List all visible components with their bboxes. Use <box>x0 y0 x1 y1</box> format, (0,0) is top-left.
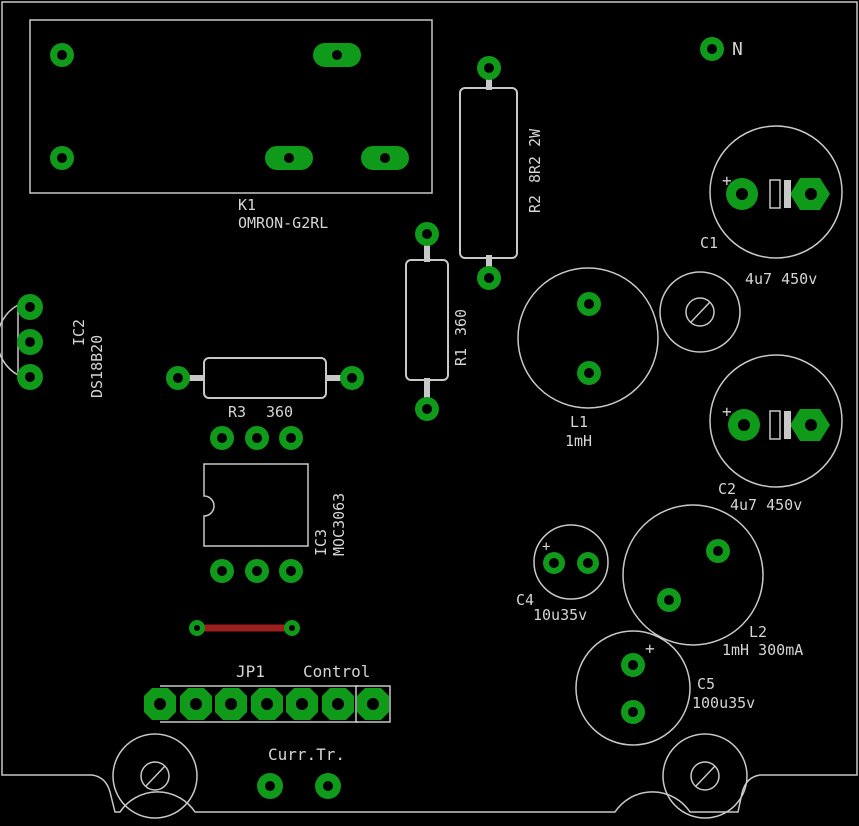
jp1-pin-drill <box>190 698 202 710</box>
jp1-pin-drill <box>332 698 344 710</box>
r3-ref-label: R3 <box>228 403 246 421</box>
jp1-pin-drill <box>261 698 273 710</box>
capacitor-c2: + C2 4u7 450v <box>709 354 843 514</box>
r2-ref-label: R2 <box>526 195 544 213</box>
jp1-value-label: Control <box>303 662 370 681</box>
r3-value-label: 360 <box>266 403 293 421</box>
capacitor-c4: + C4 10u35v <box>516 524 609 624</box>
capacitor-c5: + C5 100u35v <box>575 630 755 746</box>
jp1-pin-drill <box>296 698 308 710</box>
inductor-l2: L2 1mH 300mA <box>622 504 803 659</box>
c5-value-label: 100u35v <box>692 694 755 712</box>
c1-ref-label: C1 <box>700 234 718 252</box>
c1-plus-icon: + <box>722 171 732 190</box>
jp1-pin-drill <box>367 698 379 710</box>
relay-k1: K1 OMRON-G2RL <box>29 19 433 232</box>
ic2-ref-label: IC2 <box>70 319 88 346</box>
mounting-hole-left-icon <box>112 733 198 819</box>
c2-ref-label: C2 <box>718 480 736 498</box>
jumper-trace <box>189 620 300 636</box>
r1-ref-label: R1 <box>452 348 470 366</box>
l2-ref-label: L2 <box>749 623 767 641</box>
c2-value-label: 4u7 450v <box>730 496 802 514</box>
k1-ref-label: K1 <box>238 196 256 214</box>
capacitor-c1: + C1 4u7 450v <box>700 125 843 288</box>
jp1-ref-label: JP1 <box>236 662 265 681</box>
n-label: N <box>732 39 743 60</box>
sensor-ic2: IC2 DS18B20 <box>0 294 106 398</box>
ic2-value-label: DS18B20 <box>88 335 106 398</box>
resistor-r3: R3 360 <box>166 357 364 421</box>
inductor-l1: L1 1mH <box>517 267 659 450</box>
r1-value-label: 360 <box>452 309 470 336</box>
curr-tr-label: Curr.Tr. <box>268 745 345 764</box>
jp1-pin-drill <box>154 698 166 710</box>
jp1-pin-drill <box>225 698 237 710</box>
l1-value-label: 1mH <box>565 432 592 450</box>
c1-value-label: 4u7 450v <box>745 270 817 288</box>
c2-plus-icon: + <box>722 402 732 421</box>
mounting-hole-mid-icon <box>659 271 741 353</box>
current-transformer-pads: Curr.Tr. <box>257 745 345 799</box>
resistor-r1: R1 360 <box>405 222 470 421</box>
connector-jp1: JP1 Control <box>144 662 391 723</box>
c4-plus-icon: + <box>542 539 550 555</box>
l2-value-label: 1mH 300mA <box>722 641 803 659</box>
k1-value-label: OMRON-G2RL <box>238 214 328 232</box>
c4-ref-label: C4 <box>516 591 534 609</box>
c5-plus-icon: + <box>645 639 655 658</box>
c5-ref-label: C5 <box>697 675 715 693</box>
r2-value-label: 8R2 2W <box>526 128 544 183</box>
mounting-hole-right-icon <box>662 733 748 819</box>
ic3-ref-label: IC3 <box>312 529 330 556</box>
ic3-value-label: MOC3063 <box>330 493 348 556</box>
n-pad: N <box>700 37 743 61</box>
c4-value-label: 10u35v <box>533 606 587 624</box>
resistor-r2: R2 8R2 2W <box>459 56 544 290</box>
optocoupler-ic3: IC3 MOC3063 <box>203 426 348 583</box>
l1-ref-label: L1 <box>570 413 588 431</box>
